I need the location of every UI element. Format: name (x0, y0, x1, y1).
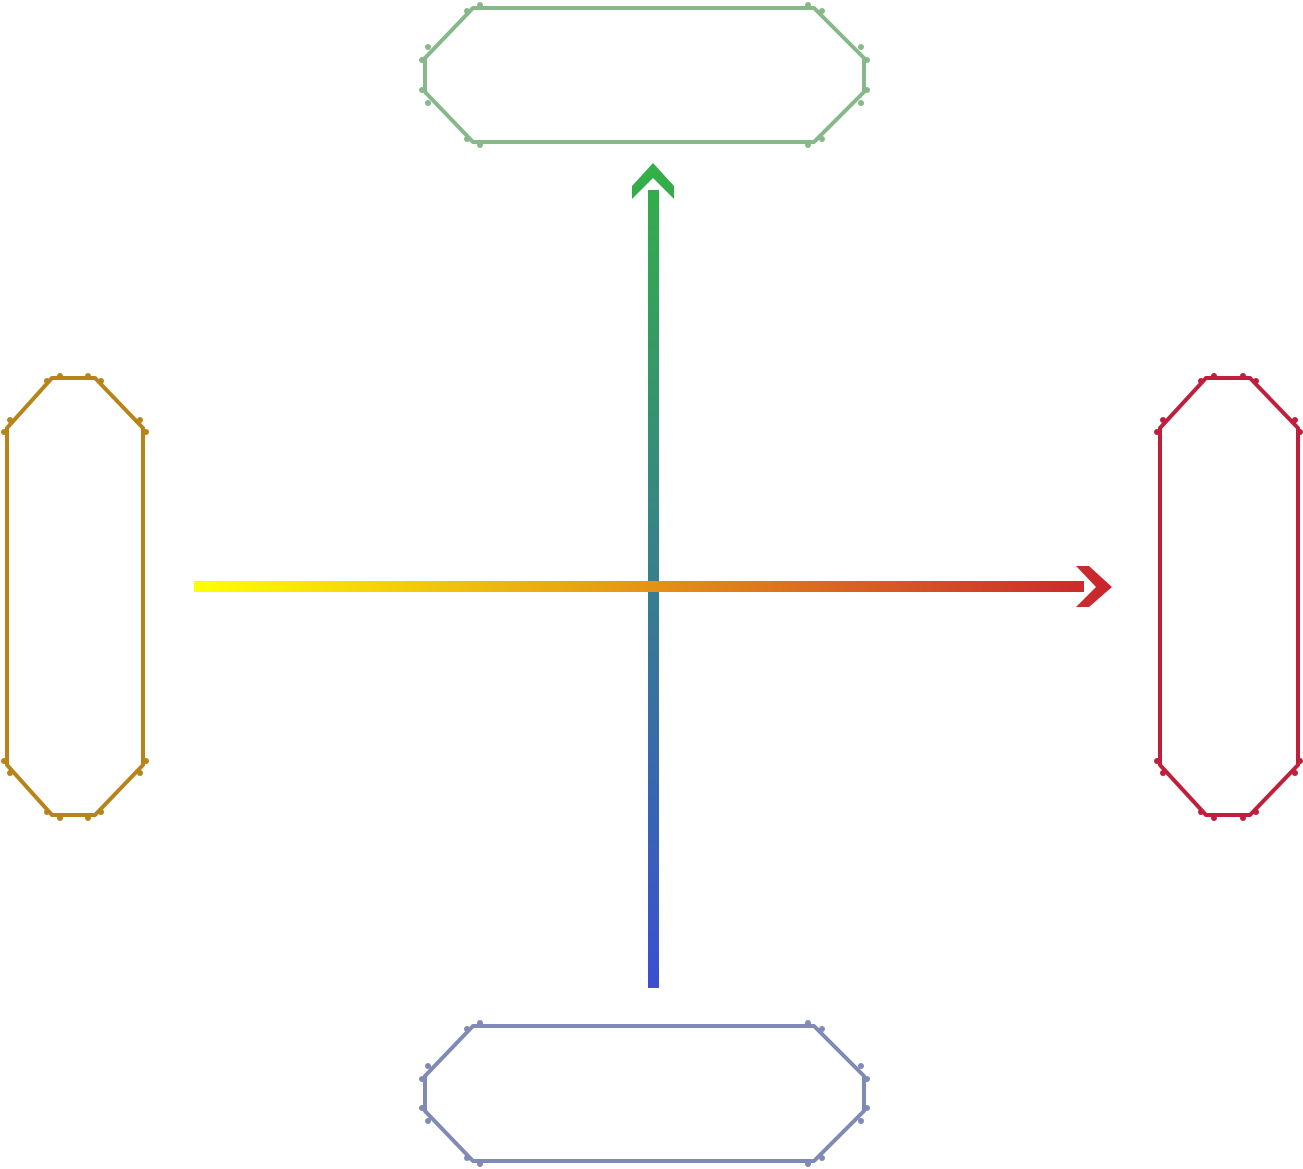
arrow-right-icon (1076, 566, 1112, 607)
right-box-corner-nodes (1154, 373, 1303, 821)
left-box-outline (5, 376, 145, 817)
left-box-corner-nodes (1, 373, 149, 821)
bottom-box-corner-nodes (419, 1020, 870, 1167)
vertical-axis-arrow (632, 163, 674, 988)
right-octagon-box (1154, 373, 1303, 821)
top-box-outline (423, 6, 866, 144)
top-octagon-box (419, 2, 870, 148)
bottom-box-outline (423, 1024, 866, 1163)
right-box-outline (1158, 376, 1300, 817)
arrow-up-icon (632, 163, 674, 199)
horizontal-arrow-shaft (194, 581, 1084, 592)
left-octagon-box (1, 373, 149, 821)
horizontal-axis-arrow (194, 566, 1112, 607)
bottom-octagon-box (419, 1020, 870, 1167)
top-box-corner-nodes (419, 2, 870, 148)
